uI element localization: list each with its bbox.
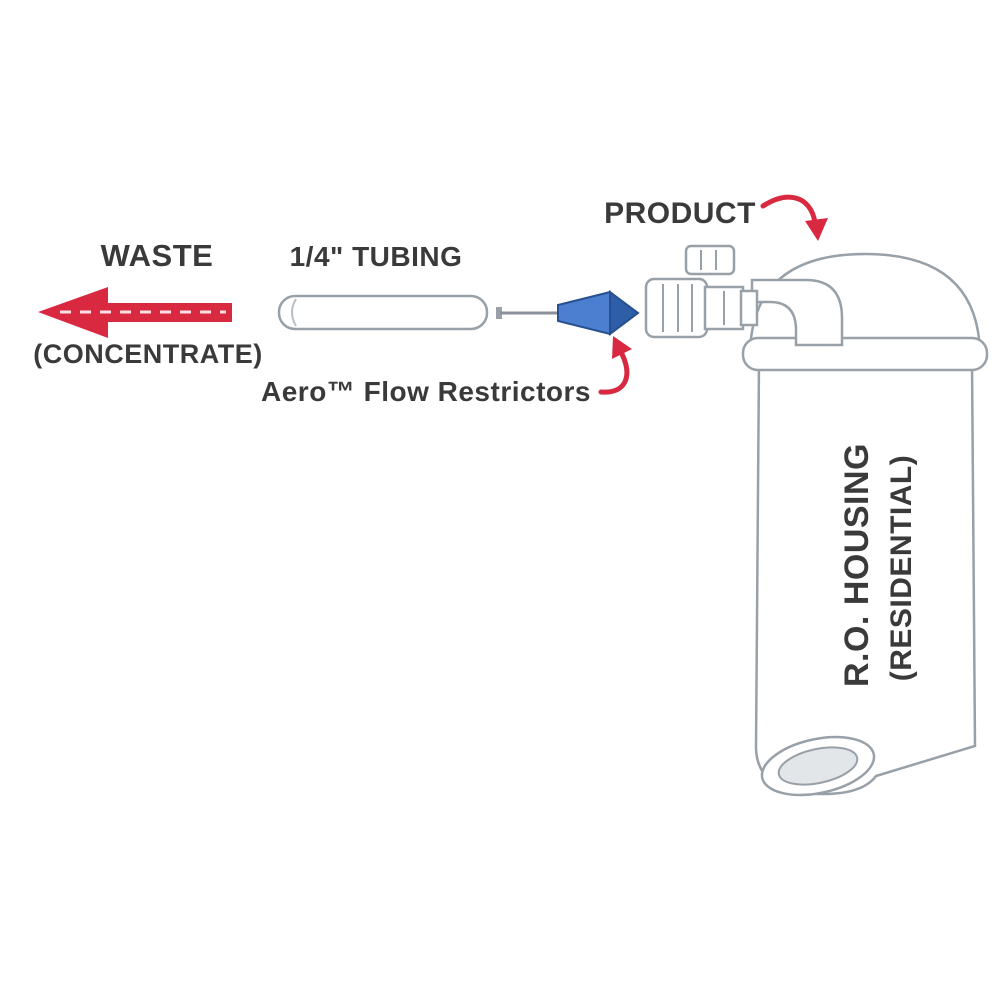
top-port-fitting	[684, 244, 736, 276]
restrictors-label: Aero™ Flow Restrictors	[261, 376, 591, 407]
tubing-body	[277, 294, 489, 331]
product-callout-arrow	[760, 194, 828, 241]
waste-port-fitting	[644, 244, 844, 347]
waste-label: WASTE	[101, 238, 214, 273]
tubing-end-curve	[291, 298, 297, 327]
housing-label-line1: R.O. HOUSING	[838, 443, 876, 687]
elbow-fitting	[750, 278, 844, 347]
compression-nut	[644, 277, 709, 339]
concentrate-label: (CONCENTRATE)	[33, 339, 262, 369]
fitting-collar	[739, 289, 759, 327]
housing-open-end-hole	[777, 746, 859, 786]
waste-arrow	[38, 287, 232, 338]
housing-collar	[741, 336, 989, 372]
tubing-label: 1/4" TUBING	[290, 241, 463, 272]
restrictor-tip	[609, 290, 640, 336]
quarter-inch-tubing	[277, 294, 489, 331]
product-label: PRODUCT	[604, 197, 756, 230]
flow-restrictor	[496, 290, 640, 336]
ro-housing: R.O. HOUSING (RESIDENTIAL)	[741, 252, 989, 797]
housing-label-line2: (RESIDENTIAL)	[885, 455, 918, 682]
waste-arrow-shape	[38, 287, 232, 338]
restrictor-callout-arrow	[598, 336, 632, 395]
housing-open-end	[760, 735, 876, 797]
restrictor-cone	[557, 290, 611, 336]
fitting-body	[703, 285, 745, 331]
restrictor-pin-head	[496, 307, 502, 319]
